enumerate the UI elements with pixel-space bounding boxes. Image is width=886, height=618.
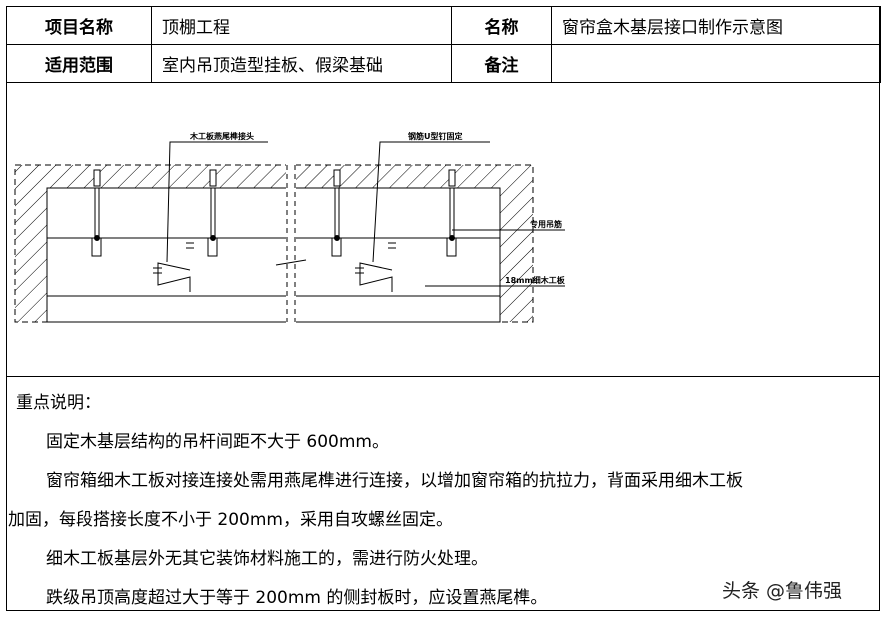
name-value: 窗帘盒木基层接口制作示意图: [551, 6, 881, 45]
project-label: 项目名称: [6, 6, 152, 45]
break-gap: [286, 160, 296, 324]
label-hanger: 专用吊筋: [530, 219, 562, 229]
drawing-svg: 木工板燕尾榫接头 钢筋U型钉固定 专用吊筋 18mm细木工板: [14, 131, 566, 324]
name-label: 名称: [451, 6, 552, 45]
header-table: 项目名称 顶棚工程 名称 窗帘盒木基层接口制作示意图 适用范围 室内吊顶造型挂板…: [6, 6, 881, 83]
note-line: 窗帘箱细木工板对接连接处需用燕尾榫进行连接，以增加窗帘箱的抗拉力，背面采用细木工…: [46, 471, 743, 491]
note-line: 细木工板基层外无其它装饰材料施工的，需进行防火处理。: [46, 549, 488, 569]
remarks-value: [551, 44, 881, 83]
construction-drawing: 木工板燕尾榫接头 钢筋U型钉固定 专用吊筋 18mm细木工板: [7, 90, 879, 377]
note-line: 跌级吊顶高度超过大于等于 200mm 的侧封板时，应设置燕尾榫。: [46, 588, 548, 608]
label-board: 18mm细木工板: [505, 275, 566, 285]
note-line: 加固，每段搭接长度不小于 200mm，采用自攻螺丝固定。: [8, 510, 453, 530]
watermark: 头条 @鲁伟强: [722, 580, 843, 602]
project-value: 顶棚工程: [151, 6, 452, 45]
note-line: 固定木基层结构的吊杆间距不大于 600mm。: [46, 432, 389, 452]
notes-title: 重点说明：: [16, 393, 101, 413]
label-dovetail: 木工板燕尾榫接头: [189, 131, 254, 141]
label-u-nail: 钢筋U型钉固定: [408, 131, 463, 141]
box-outline: [46, 187, 501, 323]
leader-lines: [166, 141, 565, 287]
scope-value: 室内吊顶造型挂板、假梁基础: [151, 44, 452, 83]
dovetail-joints: [153, 242, 396, 292]
remarks-label: 备注: [451, 44, 552, 83]
scope-label: 适用范围: [6, 44, 152, 83]
notes-section: 重点说明： 固定木基层结构的吊杆间距不大于 600mm。 窗帘箱细木工板对接连接…: [8, 384, 876, 618]
